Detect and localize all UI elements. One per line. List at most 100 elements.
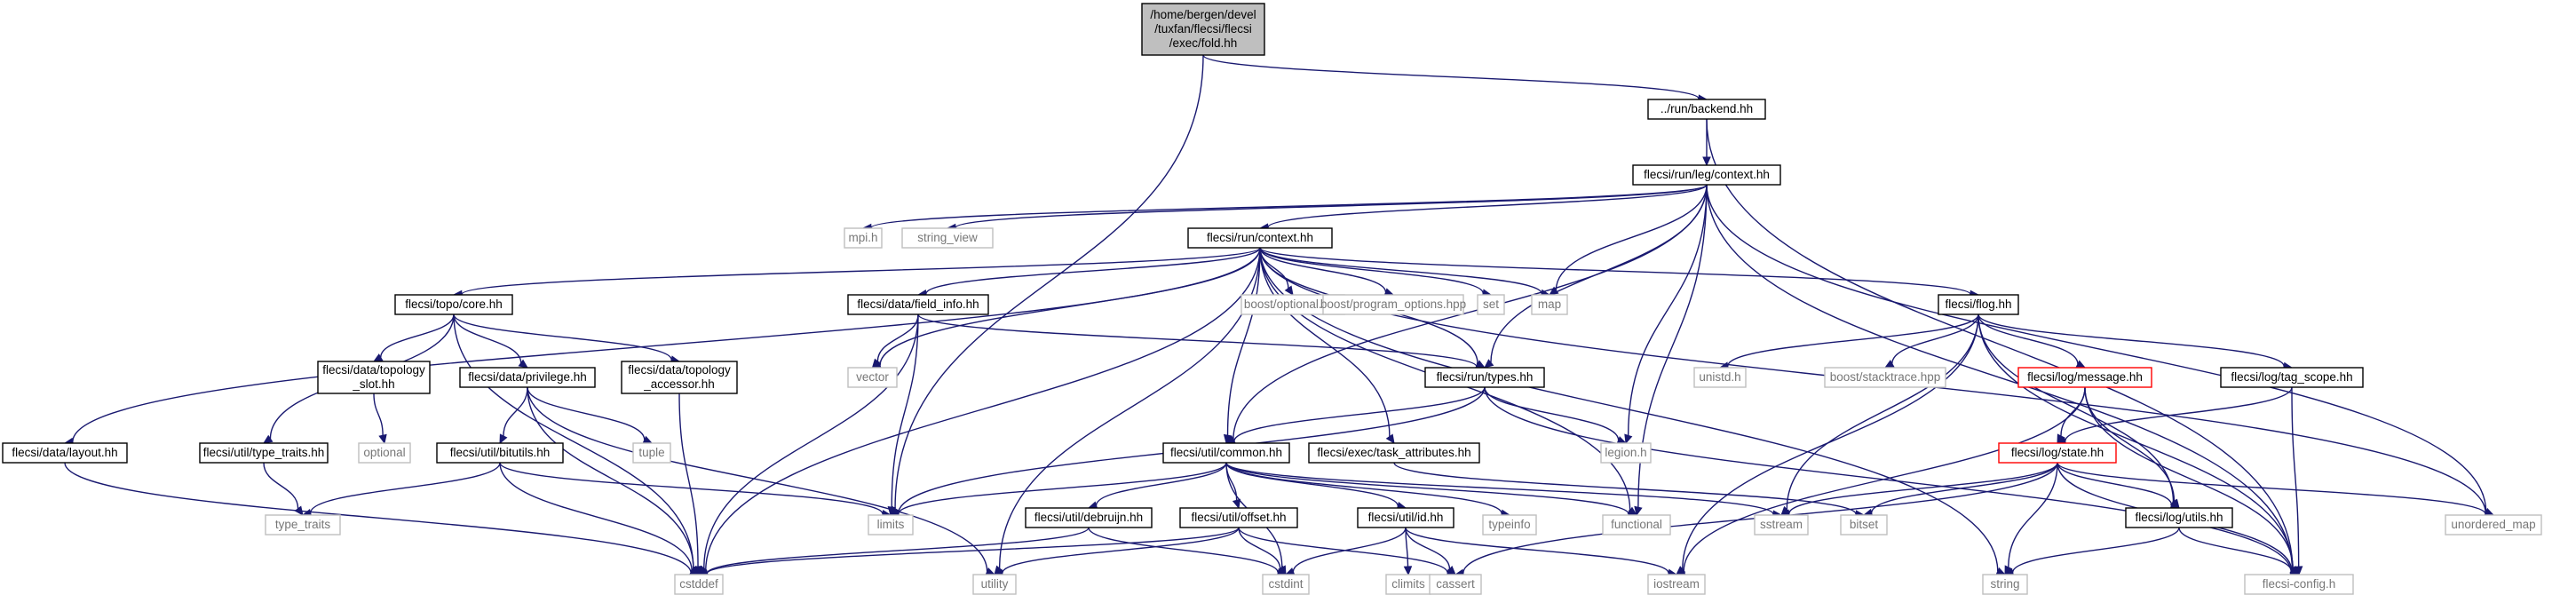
node-box — [317, 361, 431, 394]
edge-run_context-to-set — [1259, 247, 1484, 294]
edge-log_message-to-iostream — [1683, 386, 2086, 572]
node-run-types[interactable]: flecsi/run/types.hh — [1424, 367, 1545, 388]
node-leg-context[interactable]: flecsi/run/leg/context.hh — [1632, 164, 1781, 186]
node-field-info[interactable]: flecsi/data/field_info.hh — [847, 294, 989, 315]
node-box — [1647, 99, 1766, 120]
node-iostream: iostream — [1647, 574, 1706, 595]
node-label: flecsi/exec/task_attributes.hh — [1317, 446, 1470, 459]
node-topology-accessor[interactable]: flecsi/data/topology_accessor.hh — [621, 361, 738, 394]
node-boost-stacktrace: boost/stacktrace.hpp — [1824, 367, 1946, 388]
node-box — [2244, 574, 2354, 595]
edge-log_state-to-unordered_map — [2057, 462, 2486, 515]
node-mpi: mpi.h — [844, 227, 883, 249]
node-label: legion.h — [1605, 446, 1646, 459]
node-label: functional — [1611, 518, 1662, 531]
node-label: flecsi/topo/core.hh — [405, 298, 503, 311]
edge-arrowhead-leg_context-to-legion — [1624, 433, 1633, 445]
node-label: /tuxfan/flecsi/flecsi — [1154, 22, 1252, 36]
node-label: mpi.h — [848, 231, 877, 244]
node-bitutils[interactable]: flecsi/util/bitutils.hh — [436, 442, 564, 464]
edge-run_context-to-cstddef — [705, 247, 1261, 571]
node-box — [265, 514, 341, 536]
edge-util_offset-to-utility — [1002, 527, 1240, 574]
node-box — [1754, 514, 1809, 536]
node-fold[interactable]: /home/bergen/devel/tuxfan/flecsi/flecsi/… — [1141, 3, 1265, 56]
node-backend[interactable]: ../run/backend.hh — [1647, 99, 1766, 120]
edge-fold-to-backend — [1202, 54, 1700, 99]
node-box — [1602, 514, 1671, 536]
node-util-id[interactable]: flecsi/util/id.hh — [1357, 507, 1454, 528]
node-label: boost/optional.hpp — [1244, 298, 1342, 311]
node-label: flecsi/util/debruijn.hh — [1034, 511, 1143, 524]
node-label: string_view — [917, 231, 978, 244]
node-label: tuple — [638, 446, 664, 459]
edge-fold-to-limits — [894, 54, 1204, 509]
node-data-layout[interactable]: flecsi/data/layout.hh — [2, 442, 128, 464]
node-label: ../run/backend.hh — [1661, 102, 1753, 115]
edge-arrowhead-util_id-to-climits — [1403, 566, 1413, 576]
node-legion: legion.h — [1600, 442, 1652, 464]
node-box — [1162, 442, 1290, 464]
edge-log_state-to-sstream — [1788, 462, 2058, 514]
node-label: /home/bergen/devel — [1150, 8, 1256, 21]
node-box — [972, 574, 1017, 595]
edge-arrowhead-topo_core-to-type_traits_hh — [262, 434, 273, 444]
node-util-offset[interactable]: flecsi/util/offset.hh — [1179, 507, 1298, 528]
node-box — [1322, 294, 1464, 315]
edge-field_info-to-cstddef — [703, 313, 919, 569]
node-log-utils[interactable]: flecsi/log/utils.hh — [2125, 507, 2233, 528]
edges-layer — [63, 54, 2495, 578]
edge-debruijn-to-cstdint — [1088, 527, 1279, 574]
node-unistd: unistd.h — [1693, 367, 1747, 388]
edge-debruijn-to-cstddef — [706, 527, 1090, 575]
node-log-state[interactable]: flecsi/log/state.hh — [1998, 442, 2117, 464]
node-topology-slot[interactable]: flecsi/data/topology_slot.hh — [317, 361, 431, 394]
node-type-traits-hh[interactable]: flecsi/util/type_traits.hh — [199, 442, 329, 464]
node-run-context[interactable]: flecsi/run/context.hh — [1187, 227, 1333, 249]
node-box — [1477, 294, 1505, 315]
node-log-message[interactable]: flecsi/log/message.hh — [2017, 367, 2152, 388]
node-box — [459, 367, 596, 388]
node-label: flecsi/log/tag_scope.hh — [2231, 370, 2352, 384]
node-tag-scope[interactable]: flecsi/log/tag_scope.hh — [2220, 367, 2364, 388]
edge-type_traits_hh-to-type_traits — [263, 462, 299, 509]
node-label: flecsi/log/message.hh — [2027, 370, 2143, 384]
node-label: boost/stacktrace.hpp — [1830, 370, 1941, 384]
node-map: map — [1531, 294, 1568, 315]
edge-run_context-to-flog — [1259, 247, 1971, 296]
node-box — [847, 367, 898, 388]
edge-util_id-to-cassert — [1405, 527, 1451, 569]
node-label: flecsi/util/id.hh — [1368, 511, 1444, 524]
node-box — [868, 514, 914, 536]
edge-arrowhead-type_traits_hh-to-type_traits — [294, 505, 304, 516]
edge-leg_context-to-mpi — [870, 184, 1708, 229]
node-util-common[interactable]: flecsi/util/common.hh — [1162, 442, 1290, 464]
edge-topology_slot-to-optional — [373, 393, 384, 436]
edge-run_context-to-vector — [879, 247, 1261, 366]
edge-topo_core-to-cstddef — [453, 313, 694, 569]
edge-privilege-to-tuple — [527, 386, 646, 440]
edge-run_context-to-field_info — [925, 247, 1261, 295]
node-debruijn[interactable]: flecsi/util/debruijn.hh — [1025, 507, 1153, 528]
node-box — [621, 361, 738, 394]
node-label: unistd.h — [1699, 370, 1740, 384]
node-optional: optional — [358, 442, 411, 464]
edge-data_layout-to-cstddef — [64, 462, 692, 574]
node-task-attributes[interactable]: flecsi/exec/task_attributes.hh — [1308, 442, 1480, 464]
node-box — [394, 294, 513, 315]
node-box — [1357, 507, 1454, 528]
node-box — [1632, 164, 1781, 186]
node-flog[interactable]: flecsi/flog.hh — [1938, 294, 2019, 315]
node-label: /exec/fold.hh — [1169, 36, 1238, 50]
node-topo-core[interactable]: flecsi/topo/core.hh — [394, 294, 513, 315]
node-label: set — [1483, 298, 1499, 311]
node-box — [1982, 574, 2028, 595]
node-bitset: bitset — [1840, 514, 1888, 536]
edge-arrowhead-leg_context-to-map — [1548, 286, 1559, 296]
node-label: flecsi/log/state.hh — [2011, 446, 2104, 459]
node-box — [674, 574, 724, 595]
edge-run_context-to-map — [1259, 247, 1542, 294]
node-box — [2220, 367, 2364, 388]
node-privilege[interactable]: flecsi/data/privilege.hh — [459, 367, 596, 388]
